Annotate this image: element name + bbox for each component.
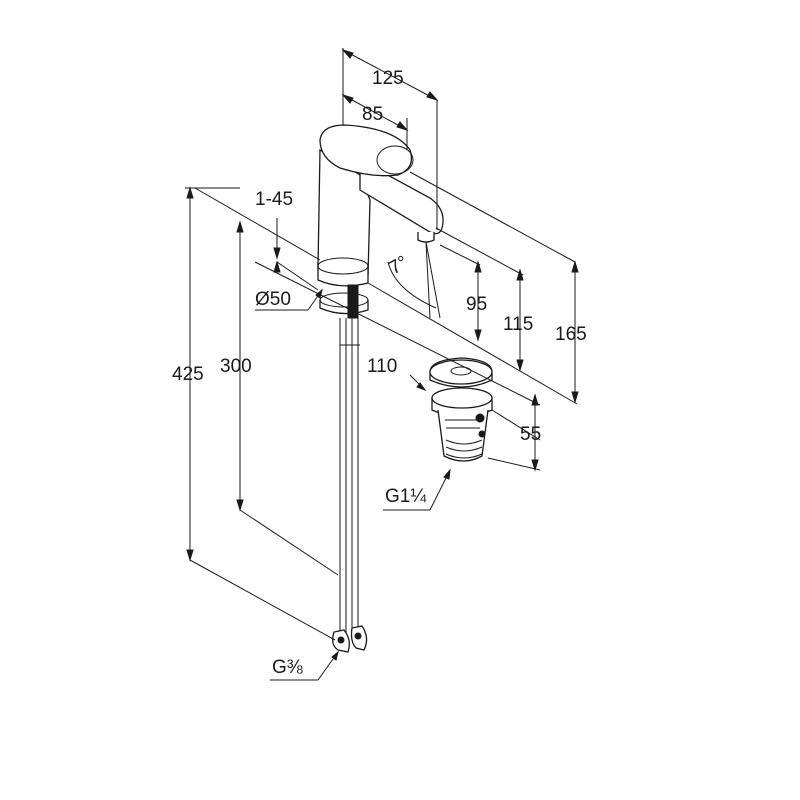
thread-g1-quarter-label: G1¼ [385, 486, 427, 507]
dimension-110-label: 110 [367, 356, 397, 377]
dimension-425-label: 425 [172, 364, 204, 385]
dimension-115-label: 115 [503, 314, 533, 335]
supply-hoses [332, 318, 368, 653]
dimension-55-label: 55 [520, 424, 541, 445]
dimension-labels: 125 85 1-45 7° Ø50 95 115 165 110 425 30… [172, 68, 587, 678]
faucet-body [317, 124, 444, 319]
popup-waste [429, 357, 493, 462]
dimension-125-label: 125 [372, 68, 404, 89]
dimension-85-label: 85 [362, 104, 383, 125]
dimension-1-45-label: 1-45 [255, 189, 293, 210]
dimension-dia50-label: Ø50 [255, 289, 291, 310]
dimension-angle-label: 7° [386, 252, 412, 279]
dimension-165-label: 165 [555, 324, 587, 345]
dimension-95-label: 95 [466, 294, 487, 315]
thread-g3-8-label: G⅜ [272, 657, 303, 678]
dimension-300-label: 300 [220, 356, 252, 377]
dimension-lines [185, 48, 579, 681]
